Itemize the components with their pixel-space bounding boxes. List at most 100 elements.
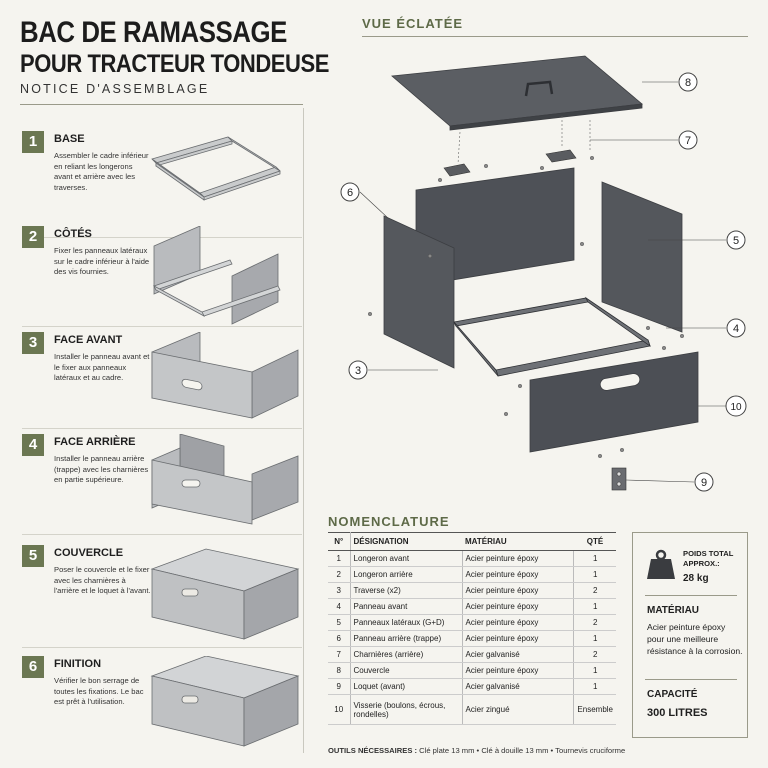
cell-quantity: 2: [573, 582, 616, 599]
hinge-right: [545, 149, 577, 163]
cell-material: Acier peinture époxy: [462, 630, 575, 647]
front-panel-illustration: [151, 332, 299, 419]
svg-text:7: 7: [685, 135, 691, 147]
cell-quantity: 1: [573, 678, 616, 695]
cell-material: Acier peinture époxy: [462, 550, 575, 567]
step-title: FINITION: [54, 658, 102, 670]
cell-number: 10: [328, 694, 351, 725]
step-text: Fixer les panneaux latéraux sur le cadre…: [54, 246, 150, 276]
step-2: 2 CÔTÉS Fixer les panneaux latéraux sur …: [22, 226, 302, 336]
cell-designation: Loquet (avant): [350, 678, 463, 695]
cell-quantity: 2: [573, 614, 616, 631]
lid-part: [391, 55, 643, 131]
cell-material: Acier zingué: [462, 694, 575, 725]
step-3: 3 FACE AVANT Installer le panneau avant …: [22, 332, 302, 442]
step-title: CÔTÉS: [54, 228, 92, 240]
left-panel: [383, 215, 455, 369]
cell-number: 7: [328, 646, 351, 663]
base-frame: [453, 296, 651, 377]
tools-text: Clé plate 13 mm • Clé à douille 13 mm • …: [419, 746, 626, 755]
cell-material: Acier galvanisé: [462, 678, 575, 695]
callout-4: 4: [726, 318, 746, 338]
base-frame-illustration: [151, 136, 281, 201]
cell-designation: Traverse (x2): [350, 582, 463, 599]
step-number: 4: [22, 434, 44, 456]
step-text: Assembler le cadre inférieur en reliant …: [54, 151, 149, 192]
step-text: Installer le panneau avant et le fixer a…: [54, 352, 150, 382]
capacity-value: 300 LITRES: [647, 707, 708, 719]
weight-label: POIDS TOTAL APPROX.:: [683, 549, 734, 568]
step-title: COUVERCLE: [54, 547, 124, 559]
callout-10: 10: [725, 395, 747, 417]
step-text: Vérifier le bon serrage de toutes les fi…: [54, 676, 144, 706]
svg-text:8: 8: [685, 77, 691, 89]
svg-text:3: 3: [355, 365, 361, 377]
step-6: 6 FINITION Vérifier le bon serrage de to…: [22, 656, 302, 766]
specs-box: POIDS TOTAL APPROX.: 28 kg MATÉRIAU Acie…: [632, 532, 748, 738]
page-title-line1: BAC DE RAMASSAGE: [20, 16, 287, 49]
step-text: Installer le panneau arrière (trappe) av…: [54, 454, 149, 484]
page-subtitle: NOTICE D'ASSEMBLAGE: [20, 82, 210, 96]
nomenclature-title: NOMENCLATURE: [328, 514, 450, 529]
cell-number: 2: [328, 566, 351, 583]
callout-5: 5: [726, 230, 746, 250]
tools-label: OUTILS NÉCESSAIRES :: [328, 746, 418, 755]
cell-designation: Couvercle: [350, 662, 463, 679]
callout-9: 9: [694, 472, 714, 492]
lid-illustration: [150, 548, 300, 640]
col-header-designation: DÉSIGNATION: [350, 532, 462, 551]
step-number: 5: [22, 545, 44, 567]
cell-material: Acier peinture époxy: [462, 662, 575, 679]
cell-designation: Visserie (boulons, écrous, rondelles): [350, 694, 463, 725]
step-title: BASE: [54, 133, 85, 145]
cell-number: 6: [328, 630, 351, 647]
front-panel: [529, 351, 699, 453]
rear-panel-illustration: [151, 434, 299, 525]
svg-text:10: 10: [730, 402, 742, 413]
cell-designation: Panneau avant: [350, 598, 463, 615]
step-5: 5 COUVERCLE Poser le couvercle et le fix…: [22, 545, 302, 655]
svg-text:6: 6: [347, 187, 353, 199]
cell-number: 4: [328, 598, 351, 615]
callout-7: 7: [678, 130, 698, 150]
cell-material: Acier peinture époxy: [462, 582, 575, 599]
cell-material: Acier peinture époxy: [462, 566, 575, 583]
cell-quantity: 1: [573, 566, 616, 583]
material-text: Acier peinture époxy pour une meilleure …: [647, 622, 743, 656]
step-1: 1 BASE Assembler le cadre inférieur en r…: [22, 131, 302, 241]
step-title: FACE AVANT: [54, 334, 123, 346]
step-number: 1: [22, 131, 44, 153]
sides-illustration: [153, 226, 281, 325]
exploded-view-title: VUE ÉCLATÉE: [362, 16, 464, 31]
cell-quantity: 1: [573, 662, 616, 679]
exploded-view-diagram: 8 7 6 5 4 3 10 9: [340, 55, 747, 492]
capacity-title: CAPACITÉ: [647, 689, 698, 700]
cell-designation: Charnières (arrière): [350, 646, 463, 663]
weight-icon: [647, 549, 675, 579]
cell-designation: Panneau arrière (trappe): [350, 630, 463, 647]
column-divider: [303, 108, 304, 753]
svg-text:5: 5: [733, 235, 739, 247]
cell-quantity: 2: [573, 646, 616, 663]
step-4: 4 FACE ARRIÈRE Installer le panneau arri…: [22, 434, 302, 544]
cell-quantity: Ensemble: [573, 694, 616, 725]
cell-designation: Longeron avant: [350, 550, 463, 567]
svg-text:9: 9: [701, 477, 707, 489]
callout-6: 6: [340, 182, 360, 202]
finished-bin-illustration: [150, 656, 300, 747]
cell-material: Acier galvanisé: [462, 646, 575, 663]
cell-designation: Longeron arrière: [350, 566, 463, 583]
cell-number: 9: [328, 678, 351, 695]
cell-material: Acier peinture époxy: [462, 614, 575, 631]
exploded-view-divider: [362, 36, 748, 37]
header-divider: [20, 104, 303, 105]
cell-number: 3: [328, 582, 351, 599]
